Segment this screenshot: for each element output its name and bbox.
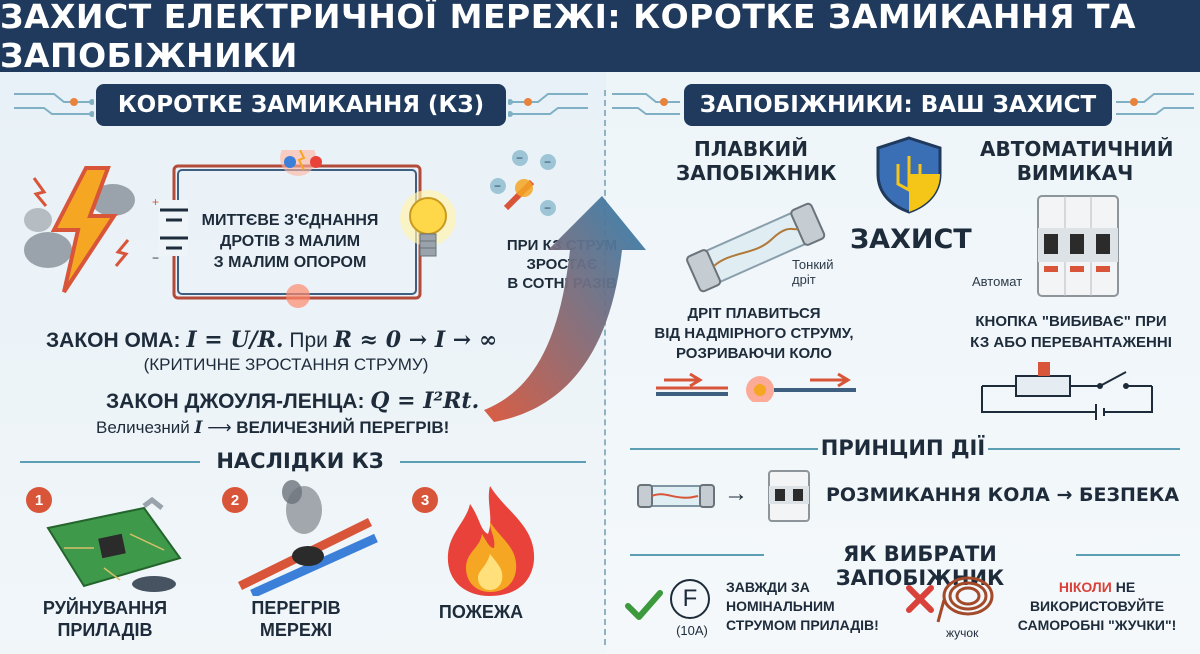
fuse-title: ПЛАВКИЙ ЗАПОБІЖНИК [676,137,837,185]
svg-text:−: − [544,155,551,169]
melting-wire-icon [656,372,856,402]
breaker-schematic-icon [981,362,1153,420]
fuse-rating-value: (10А) [676,623,708,638]
joule-law-line: ЗАКОН ДЖОУЛЯ-ЛЕНЦА: Q = I²Rt. [106,388,480,414]
circuit-board-icon [46,496,182,592]
circuit-decoration-icon [508,93,588,117]
fuse-rating-badge: F [670,579,710,619]
arrow-right-icon: → [724,480,748,507]
breaker-title: АВТОМАТИЧНИЙ ВИМИКАЧ [980,137,1174,185]
electrons-spark-icon: − − − − [490,150,556,216]
title-bar: ЗАХИСТ ЕЛЕКТРИЧНОЇ МЕРЕЖІ: КОРОТКЕ ЗАМИК… [0,0,1200,75]
consequences-header: НАСЛІДКИ КЗ [216,449,384,473]
consequence-devices: РУЙНУВАННЯ ПРИЛАДІВ [42,598,168,640]
instant-connection-label: МИТТЄВЕ З'ЄДНАННЯ ДРОТІВ З МАЛИМ З МАЛИМ… [201,212,379,271]
choose-good-text: ЗАВЖДИ ЗА НОМІНАЛЬНИМ СТРУМОМ ПРИЛАДІВ! [726,579,879,633]
glass-fuse-icon [686,202,826,293]
breaker-tag: Автомат [972,274,1023,289]
svg-text:−: − [544,201,551,215]
fuse-small-icon [637,484,715,508]
fuse-description: ДРІТ ПЛАВИТЬСЯ ВІД НАДМІРНОГО СТРУМУ, РО… [654,305,854,362]
ohm-law-line: ЗАКОН ОМА: I = U/R. При R ≈ 0 → I → ∞ [46,327,498,353]
wire-coil-bug-icon [936,576,994,623]
page-title: ЗАХИСТ ЕЛЕКТРИЧНОЇ МЕРЕЖІ: КОРОТКЕ ЗАМИК… [0,0,1137,75]
shield-trident-icon [876,136,942,214]
svg-text:−: − [494,179,501,193]
panel-divider [604,90,606,645]
light-bulb-icon [400,190,456,257]
choose-bad-text: НІКОЛИ НЕ ВИКОРИСТОВУЙТЕ САМОРОБНІ "ЖУЧК… [1017,579,1177,633]
ohm-note: (КРИТИЧНЕ ЗРОСТАННЯ СТРУМУ) [143,355,429,374]
short-circuit-header: КОРОТКЕ ЗАМИКАННЯ (КЗ) [96,84,506,126]
svg-text:+: + [152,195,159,209]
circuit-breaker-icon [1037,195,1119,297]
principle-rule-right [988,448,1180,450]
consequence-number: 2 [222,487,248,513]
fire-icon [447,486,535,596]
circuit-decoration-icon [14,93,94,117]
circuit-decoration-icon [612,93,680,115]
choose-rule-left [630,554,764,556]
consequences-rule-left [20,461,200,463]
svg-text:−: − [152,251,159,265]
choose-header: ЯК ВИБРАТИ ЗАПОБІЖНИК [835,542,1005,590]
breaker-small-icon [768,470,810,522]
principle-rule-left [630,448,818,450]
burning-wires-icon [238,480,378,596]
consequence-network: ПЕРЕГРІВ МЕРЕЖІ [251,598,341,640]
cross-icon [906,585,934,613]
joule-note: Величезний I ⟶ ВЕЛИЧЕЗНИЙ ПЕРЕГРІВ! [96,418,450,438]
svg-text:−: − [516,151,523,165]
checkmark-icon [625,590,663,620]
principle-header: ПРИНЦИП ДІЇ [820,436,986,460]
principle-text: РОЗМИКАННЯ КОЛА → БЕЗПЕКА [826,484,1180,506]
breaker-description: КНОПКА "ВИБИВАЄ" ПРИ КЗ АБО ПЕРЕВАНТАЖЕН… [970,313,1172,351]
consequence-number: 3 [412,487,438,513]
choose-rule-right [1076,554,1180,556]
lightning-bolt-icon [24,166,135,294]
thin-wire-label: Тонкий дріт [792,257,834,287]
consequence-number: 1 [26,487,52,513]
bug-tag: жучок [946,626,979,640]
circuit-decoration-icon [1116,93,1194,115]
fuses-header: ЗАПОБІЖНИКИ: ВАШ ЗАХИСТ [684,84,1112,126]
transition-arrow-icon [484,196,646,422]
consequence-fire: ПОЖЕЖА [438,602,524,622]
consequences-rule-right [400,461,586,463]
protection-label: ЗАХИСТ [850,224,972,255]
